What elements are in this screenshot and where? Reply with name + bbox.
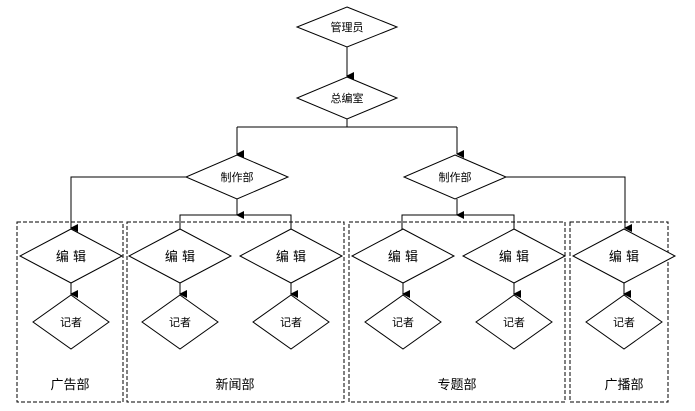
node-reporter <box>475 294 553 350</box>
node-reporter <box>585 294 663 350</box>
node-chief-office <box>295 76 399 120</box>
group-label-broadcast: 广播部 <box>604 378 643 393</box>
node-reporter-label: 记者 <box>60 316 82 329</box>
node-editor-label: 编 辑 <box>276 250 306 265</box>
group-box-advertising <box>16 221 124 403</box>
group-box-features <box>348 221 566 403</box>
node-production-left-label: 制作部 <box>221 170 254 184</box>
node-reporter <box>141 294 219 350</box>
node-production-left <box>184 154 290 200</box>
node-editor-label: 编 辑 <box>499 250 529 265</box>
node-admin <box>295 6 399 48</box>
group-label-features: 专题部 <box>437 378 476 393</box>
node-reporter-label: 记者 <box>613 316 635 329</box>
group-label-advertising: 广告部 <box>50 378 89 393</box>
group-box-news <box>126 221 345 403</box>
node-reporter-label: 记者 <box>169 316 191 329</box>
connector <box>401 214 515 230</box>
node-admin-label: 管理员 <box>331 20 364 34</box>
node-reporter-label: 记者 <box>503 316 525 329</box>
node-production-right <box>402 154 508 200</box>
node-editor-label: 编 辑 <box>56 250 86 265</box>
node-editor-label: 编 辑 <box>165 250 195 265</box>
connector <box>179 214 292 230</box>
node-reporter-label: 记者 <box>392 316 414 329</box>
node-chief-office-label: 总编室 <box>331 91 364 105</box>
node-reporter <box>32 294 110 350</box>
node-editor-label: 编 辑 <box>609 250 639 265</box>
connector <box>506 176 632 232</box>
node-editor-label: 编 辑 <box>388 250 418 265</box>
node-reporter <box>252 294 330 350</box>
group-box-broadcast <box>569 221 669 403</box>
node-reporter <box>364 294 442 350</box>
node-reporter-label: 记者 <box>280 316 302 329</box>
group-label-news: 新闻部 <box>215 377 254 393</box>
node-production-right-label: 制作部 <box>439 170 472 184</box>
connector <box>70 176 186 232</box>
